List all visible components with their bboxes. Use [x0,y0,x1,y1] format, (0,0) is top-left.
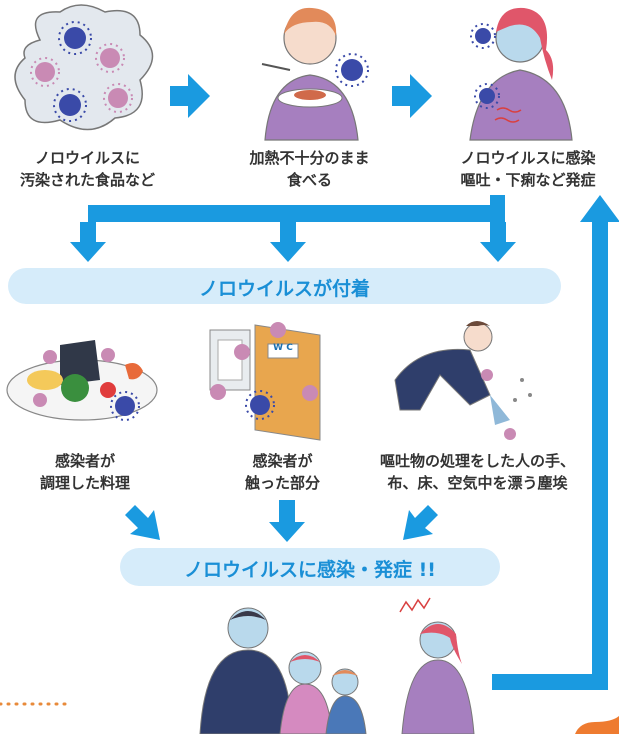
virus-blue-icon [470,23,496,49]
food-plate-illustration [6,340,158,421]
arrow-right-2 [392,74,432,118]
virus-pink-icon [33,393,47,407]
sick-family-illustration [199,597,475,734]
caption-vomit-handling: 嘔吐物の処理をした人の手、 布、床、空気中を漂う塵埃 [379,452,575,492]
virus-pink-icon [481,369,493,381]
virus-pink-icon [504,428,516,440]
virus-cloud-illustration [14,4,154,131]
virus-pink-icon [101,348,115,362]
virus-blue-icon [474,83,500,109]
caption-contaminated-food: ノロウイルスに 汚染された食品など [19,149,155,189]
arrow-down-right [480,222,516,262]
banner-attached-bg [8,268,561,304]
virus-pink-icon [43,350,57,364]
banner-infection-bg [120,548,500,586]
banner-virus-attached: ノロウイルスが付着 [198,278,370,300]
banner-infection-onset: ノロウイルスに感染・発症 !! [184,559,436,581]
caption-infected: ノロウイルスに感染 嘔吐・下痢など発症 [460,149,596,189]
virus-pink-icon [103,83,133,113]
eating-woman-illustration [261,7,369,141]
cleaning-person-illustration [394,321,532,440]
connector-stem-3 [490,195,505,225]
caption-cooked-by-infected: 感染者が 調理した料理 [39,452,130,492]
connector-bar [88,205,505,222]
virus-pink-icon [210,384,226,400]
virus-blue-icon [335,53,369,87]
caption-touched-surface: 感染者が 触った部分 [244,452,320,492]
virus-blue-icon [110,391,140,421]
virus-blue-icon [58,21,92,55]
toilet-door-illustration [209,322,321,441]
wc-sign-label: W C [273,343,293,353]
virus-pink-icon [95,43,125,73]
arrow-down-center [269,500,305,542]
virus-blue-icon [53,88,87,122]
return-arrow [492,195,619,690]
sick-woman-illustration [469,7,573,141]
caption-undercooked: 加熱不十分のまま 食べる [249,149,370,189]
arrow-down-left [70,222,106,262]
orange-corner-shape [575,716,619,734]
arrow-diag-right [403,505,438,540]
virus-blue-icon [245,390,275,420]
virus-pink-icon [302,385,318,401]
arrow-right-1 [170,74,210,118]
virus-pink-icon [234,344,250,360]
arrow-down-mid [270,222,306,262]
arrow-diag-left [125,505,160,540]
virus-pink-icon [30,57,60,87]
virus-pink-icon [270,322,286,338]
